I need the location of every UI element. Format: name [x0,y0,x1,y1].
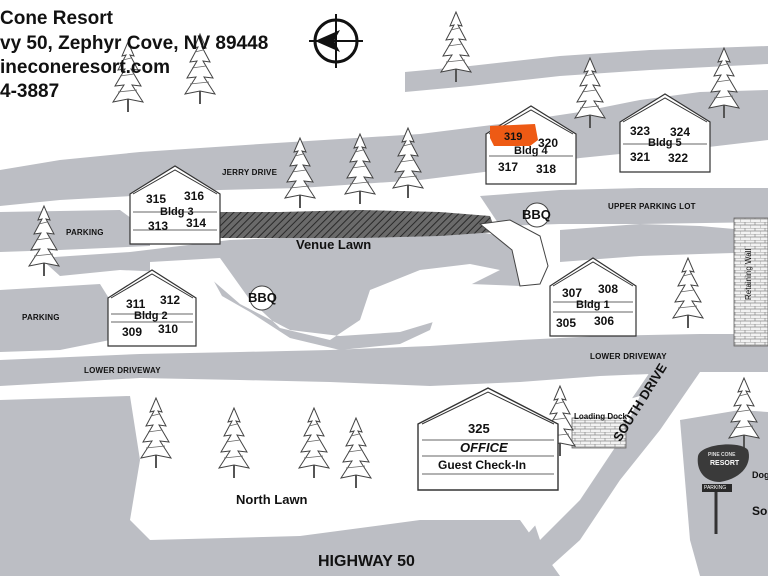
right-road [560,224,768,262]
unit-312[interactable]: 312 [160,293,181,307]
bldg2-name: Bldg 2 [134,310,168,322]
unit-322[interactable]: 322 [668,151,689,165]
jerry-drive-label: JERRY DRIVE [222,168,278,177]
so-area-label: So [752,504,768,518]
unit-313[interactable]: 313 [148,219,169,233]
unit-309[interactable]: 309 [122,325,143,339]
bldg3-name: Bldg 3 [160,206,194,218]
unit-311[interactable]: 311 [126,297,146,311]
lower-driveway [0,334,768,386]
lower-driveway-left-label: LOWER DRIVEWAY [84,366,161,375]
unit-319-highlight [490,124,538,146]
central-lawn [150,258,500,340]
bldg4-name: Bldg 4 [514,145,548,157]
bldg5[interactable] [619,93,711,173]
unit-325[interactable]: 325 [468,421,490,436]
bbq-left-label: BBQ [248,290,277,305]
unit-315[interactable]: 315 [146,192,167,206]
loading-dock-label: Loading Dock [574,412,627,421]
highway-label: HIGHWAY 50 [318,553,415,570]
bldg1-name: Bldg 1 [576,299,610,311]
loading-dock [571,417,627,449]
bldg2[interactable] [107,269,197,347]
bldg1[interactable] [549,257,637,337]
retaining-wall [733,217,768,347]
unit-306[interactable]: 306 [594,314,615,328]
bbq-upper-circle [524,202,550,228]
resort-website[interactable]: ineconeresort.com [0,57,170,78]
unit-323[interactable]: 323 [630,124,651,138]
office-building[interactable] [417,387,559,491]
bldg3[interactable] [129,165,221,245]
resort-address: vy 50, Zephyr Cove, NV 89448 [0,33,269,54]
parking-left-label: PARKING [66,228,104,237]
unit-324[interactable]: 324 [670,125,691,139]
unit-307[interactable]: 307 [562,286,583,300]
north-lawn-label: North Lawn [236,492,308,507]
venue-lawn-label: Venue Lawn [296,237,372,252]
unit-314[interactable]: 314 [186,216,207,230]
guest-checkin-label: Guest Check-In [438,458,527,472]
sign-arrow: PARKING [704,485,727,491]
unit-319[interactable]: 319 [504,131,523,143]
bbq-left-circle [249,285,275,311]
parking-mid-label: PARKING [22,313,60,322]
bldg5-name: Bldg 5 [648,137,682,149]
resort-phone: 4-3887 [0,81,60,102]
unit-308[interactable]: 308 [598,282,619,296]
venue-lawn-hatch [220,210,496,238]
dog-area-label: Dog [752,470,768,480]
retaining-wall-label: Retaining Wall [744,248,753,300]
bbq-upper-label: BBQ [522,207,551,222]
unit-317[interactable]: 317 [498,160,519,174]
lower-driveway-right-label: LOWER DRIVEWAY [590,352,667,361]
resort-sign [697,444,749,534]
compass-icon [309,14,363,68]
sign-line2: RESORT [710,460,740,467]
unit-310[interactable]: 310 [158,322,179,336]
unit-305[interactable]: 305 [556,316,577,330]
sign-line1: PINE CONE [708,452,736,458]
upper-parking-lot [480,188,768,226]
parking-mid [0,284,110,352]
upper-parking-lot-label: UPPER PARKING LOT [608,202,696,211]
office-label: OFFICE [460,440,508,455]
lawn-ramp [478,219,549,287]
unit-316[interactable]: 316 [184,189,205,203]
unit-321[interactable]: 321 [630,150,651,164]
bottom-road [0,396,560,576]
resort-name: Cone Resort [0,8,113,29]
unit-320[interactable]: 320 [538,136,559,150]
bldg4[interactable] [485,105,577,185]
unit-318[interactable]: 318 [536,162,557,176]
